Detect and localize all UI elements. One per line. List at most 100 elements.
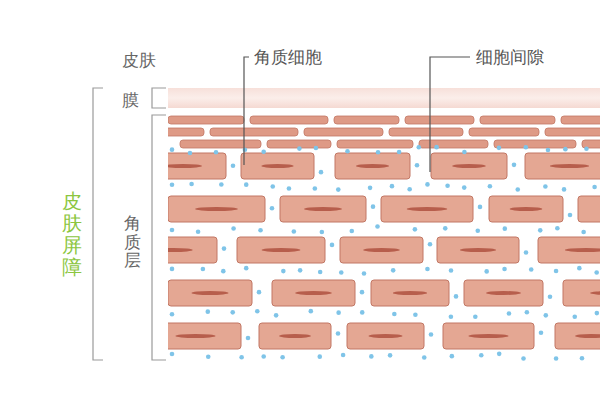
corneocyte: [168, 153, 226, 179]
lipid-dot: [562, 187, 567, 192]
lipid-dot: [443, 226, 448, 231]
lipid-dot: [524, 250, 529, 255]
lipid-dot: [239, 355, 244, 360]
corneocyte: [168, 323, 241, 349]
lipid-dot: [170, 352, 175, 357]
lipid-dot: [201, 267, 206, 272]
lipid-dot: [449, 314, 454, 319]
lipid-dot: [371, 204, 376, 209]
corneocyte: [381, 196, 473, 222]
lipid-dot: [261, 354, 266, 359]
flat-cell: [210, 128, 298, 136]
flat-cell: [337, 140, 413, 148]
lipid-dot: [543, 184, 548, 189]
corneocyte: [280, 196, 366, 222]
lipid-dot: [479, 353, 484, 358]
lipid-dot: [206, 354, 211, 359]
flat-cell: [180, 140, 261, 148]
cell-nucleus: [356, 164, 389, 168]
lipid-dot: [292, 229, 297, 234]
stratum-bracket: [152, 115, 166, 360]
lipid-dot: [450, 354, 455, 359]
lipid-dot: [258, 228, 263, 233]
cell-nucleus: [510, 207, 543, 211]
cell-nucleus: [452, 164, 485, 168]
lipid-dot: [594, 270, 599, 275]
cell-nucleus: [295, 291, 332, 295]
lipid-dot: [539, 330, 544, 335]
brackets: [93, 57, 470, 360]
lipid-dot: [362, 271, 367, 276]
cell-nucleus: [192, 291, 229, 295]
corneocyte: [259, 323, 331, 349]
cell-nucleus: [550, 164, 589, 168]
lipid-dot: [425, 182, 430, 187]
lipid-dot: [388, 353, 393, 358]
layer-label: 角质层: [124, 214, 141, 270]
flat-cell: [168, 128, 204, 136]
lipid-dot: [188, 151, 193, 156]
lipid-dot: [580, 356, 585, 361]
cell-nucleus: [468, 334, 508, 338]
lipid-dot: [345, 149, 350, 154]
lipid-dot: [422, 355, 427, 360]
lipid-dot: [595, 311, 600, 316]
lipid-dot: [261, 149, 266, 154]
cell-nucleus: [369, 334, 403, 338]
lipid-dot: [244, 182, 249, 187]
lipid-dot: [546, 148, 551, 153]
corneocyte: [241, 153, 314, 179]
lipid-dot: [538, 228, 543, 233]
lipid-dot: [360, 290, 365, 295]
lipid-dot: [246, 336, 251, 341]
lipid-dot: [170, 228, 175, 233]
corneocyte: [347, 323, 424, 349]
lipid-dot: [369, 354, 374, 359]
group-label: 皮肤屏障: [62, 190, 82, 278]
lipid-dot: [502, 267, 507, 272]
lipid-dot: [170, 267, 175, 272]
corneocyte: [168, 196, 265, 222]
lipid-dot: [320, 230, 325, 235]
lipid-dot: [497, 352, 502, 357]
lipid-dot: [555, 226, 560, 231]
cell-nucleus: [304, 207, 342, 211]
lipid-dot: [319, 170, 324, 175]
flat-cell: [469, 128, 539, 136]
lipid-dot: [497, 146, 502, 151]
lipid-dot: [488, 184, 493, 189]
lipid-dot: [484, 269, 489, 274]
lipid-dot: [392, 312, 397, 317]
lipid-dot: [206, 309, 211, 314]
lipid-dot: [287, 186, 292, 191]
skin-film: [168, 88, 600, 108]
lipid-dot: [434, 145, 439, 150]
lipid-dot: [270, 184, 275, 189]
cell-nucleus: [575, 334, 600, 338]
flat-cell: [582, 140, 600, 148]
lipid-dot: [339, 270, 344, 275]
lipid-dot: [274, 313, 279, 318]
lipid-dot: [170, 147, 175, 152]
lipid-dot: [189, 182, 194, 187]
lipid-dot: [376, 150, 381, 155]
lipid-dot: [473, 314, 478, 319]
corneocyte: [168, 237, 217, 263]
lipid-dot: [170, 183, 175, 188]
lipid-dot: [257, 290, 262, 295]
lipid-dot: [270, 206, 275, 211]
flat-cell: [545, 128, 600, 136]
lipid-dot: [298, 268, 303, 273]
cell-nucleus: [168, 164, 202, 168]
leader-line: [430, 57, 470, 172]
lipid-dot: [554, 269, 559, 274]
lipid-dot: [415, 163, 420, 168]
corneocyte: [335, 153, 410, 179]
lipid-dot: [462, 185, 467, 190]
lipid-dot: [341, 353, 346, 358]
flat-cell: [168, 116, 244, 124]
lipid-dot: [416, 145, 421, 150]
lipid-dot: [336, 187, 341, 192]
lipid-dot: [581, 230, 586, 235]
lipid-dot: [572, 314, 577, 319]
